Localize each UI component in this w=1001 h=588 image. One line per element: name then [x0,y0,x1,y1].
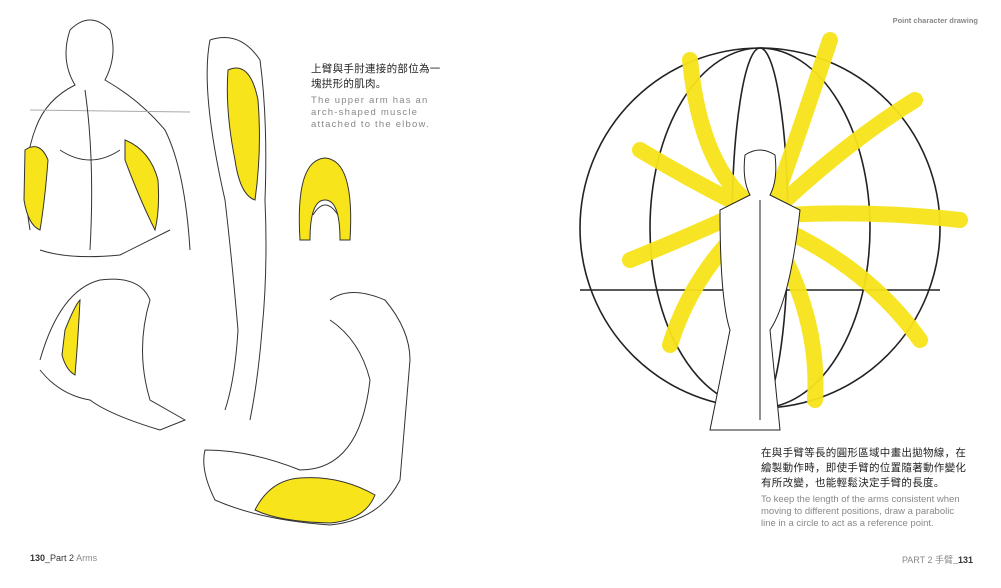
back-view-sketch [25,19,191,258]
arm-sketch [206,37,267,421]
left-folio-part: _Part 2 [45,553,75,563]
left-caption: 上臂與手肘連接的部位為一塊拱形的肌肉。 The upper arm has an… [311,62,449,131]
left-caption-en: The upper arm has an arch-shaped muscle … [311,95,430,130]
right-caption-en: To keep the length of the arms consisten… [761,494,960,529]
right-page-number: _131 [952,555,973,565]
right-folio: PART 2 手臂_131 [902,553,973,566]
right-caption-zh: 在與手臂等長的圓形區域中畫出拋物線，在繪製動作時，即使手臂的位置隨著動作變化有所… [761,447,967,489]
section-label: Point character drawing [892,16,978,25]
highlight-back-right [124,139,160,232]
left-folio-title: Arms [74,553,98,563]
arch-muscle-diagram [298,157,352,241]
left-page-number: 130 [30,553,46,563]
bent-arm-sketch [39,278,187,431]
highlight-back-left [23,146,49,231]
left-folio: 130_Part 2 Arms [30,553,97,563]
highlight-upper-arm [226,67,260,201]
right-caption: 在與手臂等長的圓形區域中畫出拋物線，在繪製動作時，即使手臂的位置隨著動作變化有所… [761,446,971,530]
left-caption-zh: 上臂與手肘連接的部位為一塊拱形的肌肉。 [311,63,441,90]
flexed-arm-sketch [203,292,411,526]
highlight-bent-arm [61,298,81,376]
figure-torso [709,149,801,431]
right-folio-part: PART 2 手臂 [901,555,953,565]
highlight-forearm-muscle [254,477,376,524]
